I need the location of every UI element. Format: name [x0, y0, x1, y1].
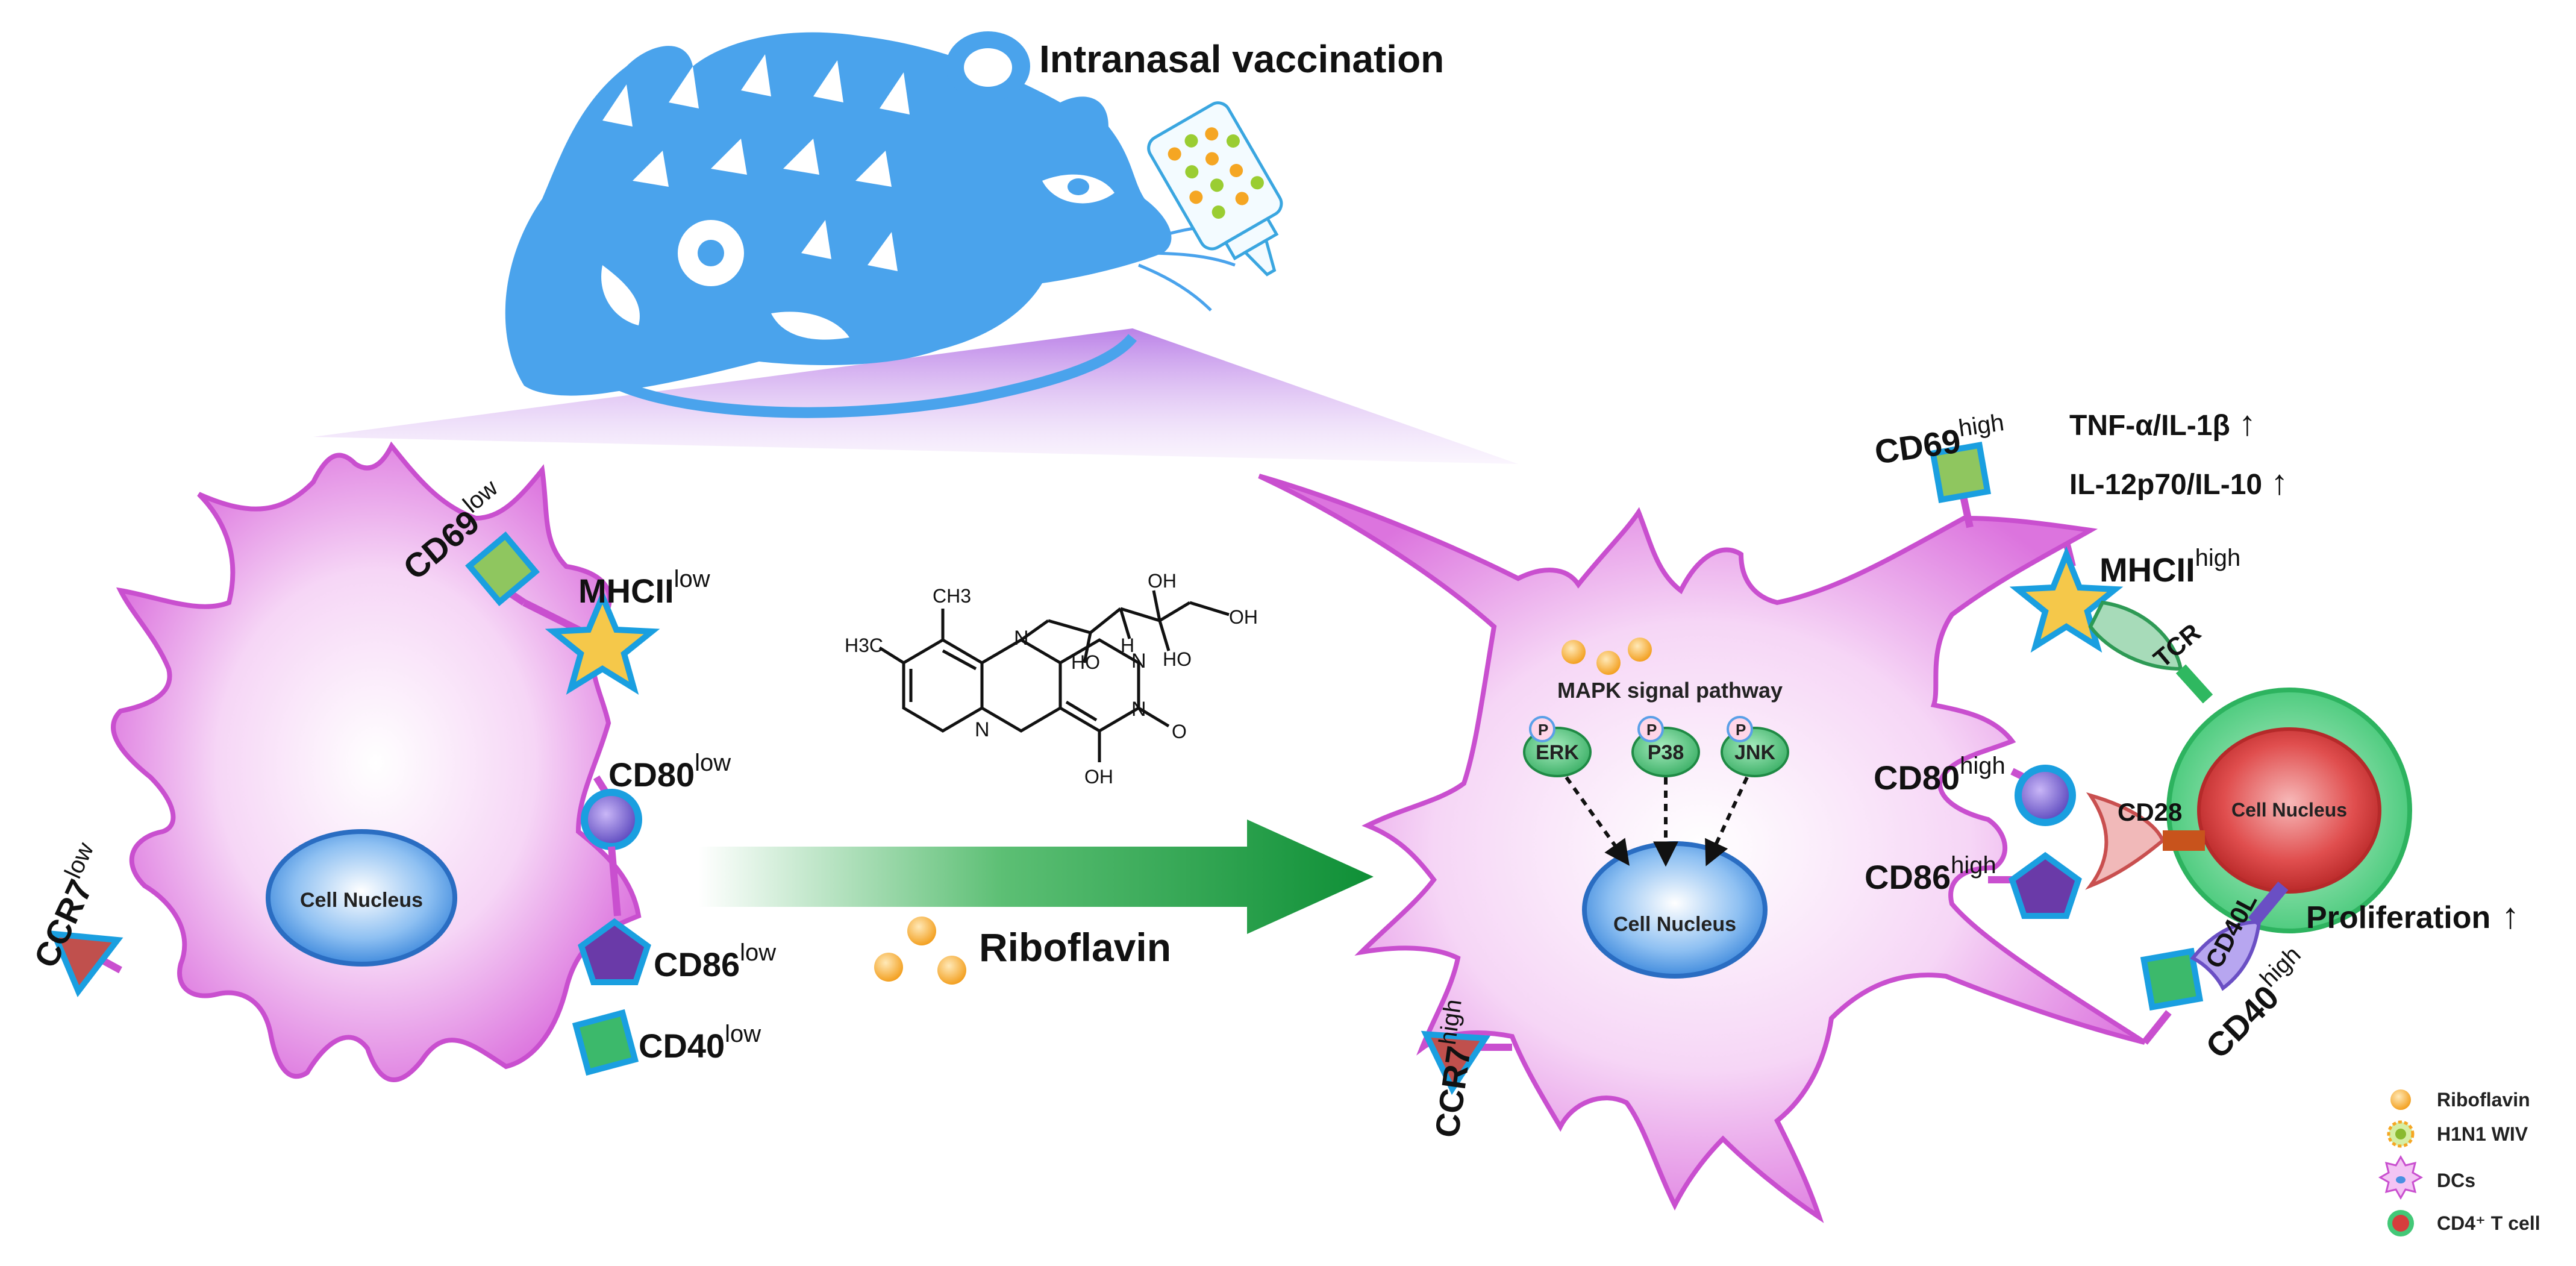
- svg-text:CD4⁺ T cell: CD4⁺ T cell: [2437, 1212, 2540, 1234]
- legend-item-dcs: DCs: [2378, 1155, 2475, 1200]
- kinase-p38: P P38: [1631, 716, 1700, 777]
- receptor-ccr7-low: [49, 930, 123, 997]
- svg-text:P: P: [1736, 721, 1746, 739]
- t-cell-nucleus: [2197, 727, 2381, 894]
- riboflavin-structure: [878, 590, 1230, 762]
- riboflavin-dot: [1628, 638, 1652, 662]
- receptor-cd86-high: [1988, 851, 2082, 919]
- svg-text:DCs: DCs: [2437, 1170, 2475, 1191]
- nasal-spray-bottle-icon: [1147, 101, 1283, 277]
- svg-text:N: N: [1131, 698, 1146, 721]
- phospho-badge: [1637, 716, 1664, 742]
- svg-text:JNK: JNK: [1734, 741, 1775, 764]
- ccr7-high-label: CCR7high: [1422, 998, 1484, 1140]
- svg-text:H3C: H3C: [845, 635, 883, 656]
- mouse-illustration: [505, 31, 1242, 418]
- cd40-low-label: CD40low: [639, 1021, 761, 1065]
- riboflavin-dot: [1596, 651, 1621, 675]
- cd4-t-cell: Cell Nucleus: [2166, 688, 2412, 933]
- jnk-to-nucleus-arrow: [1705, 776, 1749, 866]
- svg-text:N: N: [1014, 627, 1029, 650]
- phospho-badge: [1727, 716, 1753, 742]
- riboflavin-molecules: [874, 917, 966, 985]
- legend-item-riboflavin: Riboflavin: [2390, 1089, 2530, 1111]
- nucleus-immature: [266, 829, 457, 967]
- riboflavin-dot: [937, 956, 966, 985]
- riboflavin-icon: [2390, 1089, 2411, 1110]
- receptor-cd40-low: [572, 1009, 639, 1076]
- star-icon: [2009, 546, 2124, 653]
- nucleus-label-mature: Cell Nucleus: [1613, 913, 1736, 936]
- receptor-tcr: [2088, 600, 2213, 704]
- cd80-high-label: CD80high: [1874, 753, 2005, 797]
- receptor-mhcii-low: [522, 589, 660, 695]
- mouse-ear-inner: [964, 48, 1012, 87]
- riboflavin-dot: [874, 953, 903, 982]
- cd80-low-label: CD80low: [608, 750, 731, 794]
- svg-text:Riboflavin: Riboflavin: [2437, 1089, 2530, 1111]
- receptor-ccr7-high: [1421, 1030, 1512, 1095]
- dc-immature: Cell Nucleus: [111, 441, 642, 1082]
- riboflavin-dot: [1562, 640, 1586, 664]
- cd86-low-label: CD86low: [654, 939, 776, 983]
- cd28-label: CD28: [2118, 798, 2182, 826]
- receptor-cd86-low: [578, 846, 651, 985]
- pathway-label: MAPK signal pathway: [1557, 678, 1783, 703]
- svg-text:OH: OH: [1084, 766, 1113, 788]
- mouse-paper-cut-pattern: [601, 54, 1114, 340]
- legend-item-h1n1-wiv: H1N1 WIV: [2387, 1120, 2528, 1148]
- kinase-erk: P ERK: [1523, 716, 1592, 777]
- cd86-high-label: CD86high: [1865, 852, 1996, 896]
- cd69-high-label: CD69high: [1872, 409, 2009, 471]
- svg-text:N: N: [1131, 650, 1146, 672]
- kinase-jnk: P JNK: [1721, 716, 1789, 777]
- riboflavin-label: Riboflavin: [979, 925, 1171, 970]
- nucleus-mature: [1582, 841, 1768, 979]
- legend: Riboflavin H1N1 WIV DCs CD4⁺ T cell: [2378, 1089, 2540, 1236]
- mouse-body: [505, 32, 1172, 396]
- signaling-arrows: [1565, 776, 1749, 867]
- phospho-badge: [1529, 716, 1555, 742]
- svg-text:P: P: [1646, 721, 1657, 739]
- projection-band: [313, 328, 1518, 464]
- svg-text:P: P: [1538, 721, 1548, 739]
- svg-text:ERK: ERK: [1536, 741, 1579, 764]
- svg-text:HO: HO: [1163, 648, 1192, 670]
- riboflavin-atom-labels: CH3 H3C N N N N HO H OH HO OH OH O: [845, 570, 1258, 788]
- receptor-cd28: [2085, 792, 2205, 890]
- nucleus-label-immature: Cell Nucleus: [300, 889, 423, 912]
- svg-text:N: N: [975, 718, 990, 741]
- svg-text:CH3: CH3: [933, 585, 971, 607]
- cytokine-il12-il10: IL-12p70/IL-10↑: [2069, 463, 2288, 502]
- receptor-cd40l: [2190, 881, 2289, 991]
- dc-immature-body: [111, 441, 642, 1082]
- legend-item-cd4-t-cell: CD4⁺ T cell: [2387, 1210, 2540, 1236]
- receptor-mhcii-high: [2009, 541, 2124, 653]
- svg-text:OH: OH: [1229, 606, 1258, 628]
- mhcii-low-label: MHCIIlow: [578, 566, 710, 610]
- svg-text:H1N1 WIV: H1N1 WIV: [2437, 1123, 2528, 1145]
- mhcii-high-label: MHCIIhigh: [2099, 545, 2240, 589]
- dc-mature: Cell Nucleus: [1258, 474, 2146, 1223]
- receptor-cd69-low: [465, 531, 540, 606]
- riboflavin-dot: [907, 917, 936, 945]
- proliferation-label: Proliferation↑: [2306, 895, 2519, 936]
- receptor-cd40-high: [2140, 947, 2204, 1045]
- receptor-cd80-high: [2010, 765, 2076, 826]
- t-cell-nucleus-label: Cell Nucleus: [2231, 799, 2347, 821]
- svg-text:O: O: [1172, 721, 1187, 742]
- svg-text:HO: HO: [1071, 651, 1100, 673]
- title: Intranasal vaccination: [1039, 37, 1444, 81]
- cytokine-tnf-il1b: TNF-α/IL-1β↑: [2069, 404, 2256, 443]
- erk-to-nucleus-arrow: [1565, 776, 1630, 866]
- svg-text:OH: OH: [1148, 570, 1177, 592]
- riboflavin-treatment-arrow: [699, 819, 1374, 934]
- svg-text:P38: P38: [1648, 741, 1684, 764]
- star-icon: [545, 589, 660, 695]
- receptor-cd69-high: [1930, 442, 1991, 528]
- mouse-tail: [618, 334, 1137, 418]
- svg-text:H: H: [1121, 635, 1134, 656]
- vaccine-particles: [1168, 127, 1264, 219]
